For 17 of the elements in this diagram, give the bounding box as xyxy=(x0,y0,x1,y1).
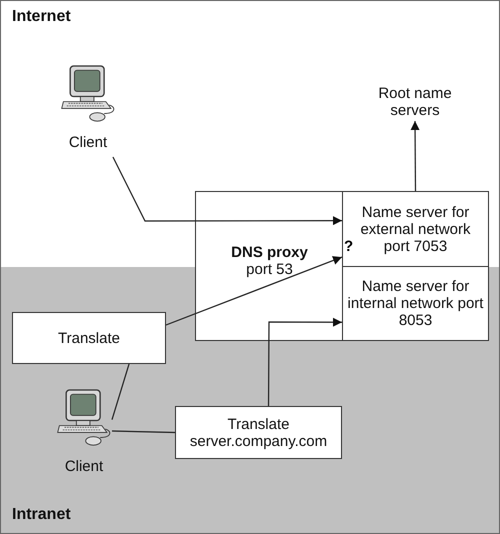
request-box: Translate server.company.com xyxy=(175,406,342,459)
edge-label: ? xyxy=(344,238,354,255)
client-label: Client xyxy=(68,134,108,151)
arrow xyxy=(166,256,342,326)
server-group-label: Root name servers xyxy=(360,85,470,121)
zone-label: Intranet xyxy=(12,506,71,524)
arrow xyxy=(268,318,342,406)
zone-label: Internet xyxy=(12,8,71,26)
client-label: Client xyxy=(64,458,104,475)
connector-line xyxy=(112,430,176,434)
arrow xyxy=(112,156,342,226)
arrow xyxy=(410,121,420,191)
port-label: port 53 xyxy=(245,261,294,278)
connector-line xyxy=(111,364,130,420)
proxy-box xyxy=(195,191,489,341)
request-box: Translate xyxy=(12,312,166,364)
proxy-title: DNS proxy xyxy=(230,244,309,261)
